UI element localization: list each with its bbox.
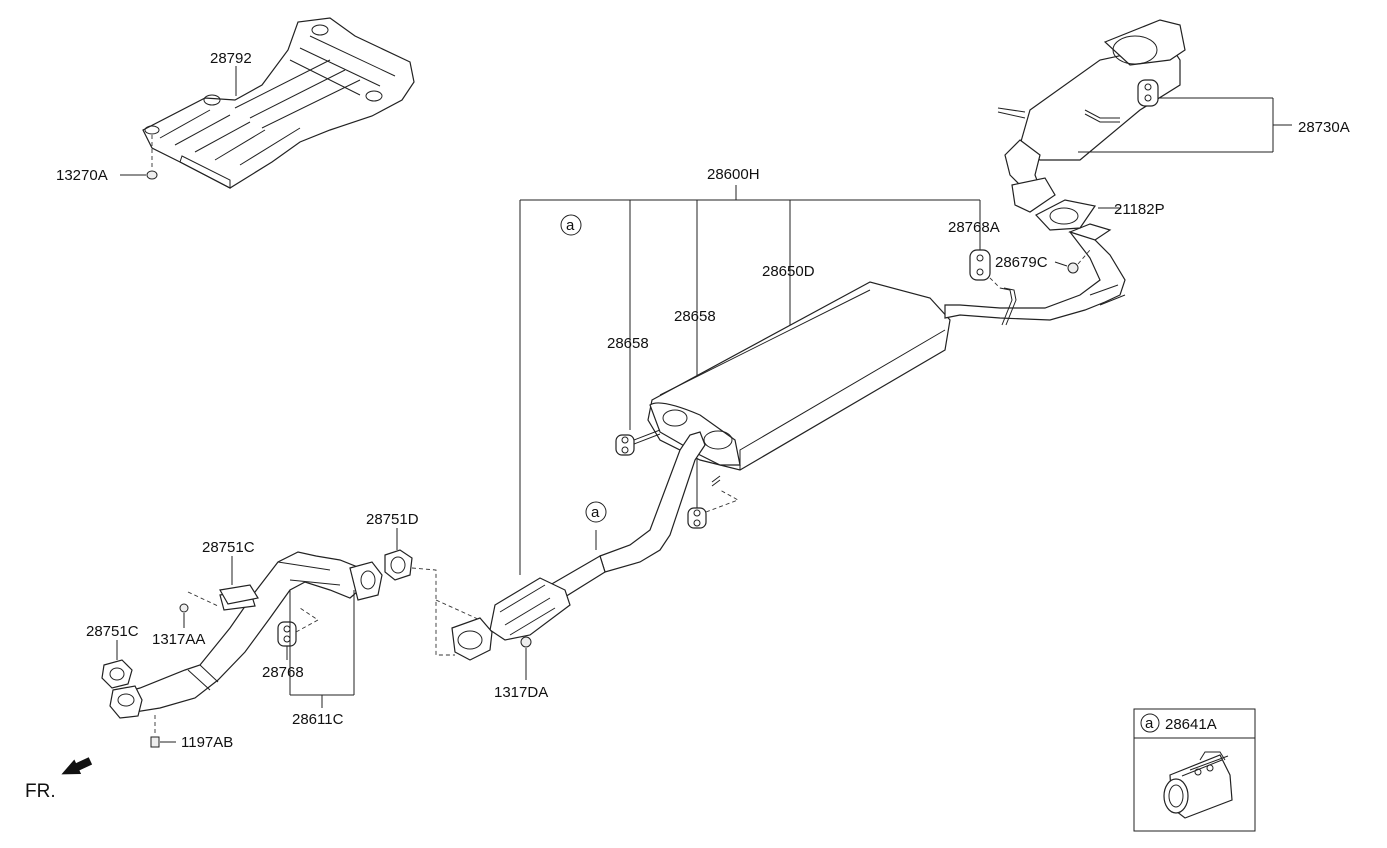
callout-a-circle-2 — [585, 501, 607, 523]
callout-a-label: a — [566, 217, 575, 234]
label-28658-right: 28658 — [674, 308, 716, 325]
pipe-clamp-illustration — [1163, 751, 1233, 819]
hanger-rubber-28658-left — [615, 429, 661, 456]
label-21182P: 21182P — [1114, 201, 1165, 218]
label-28658-left: 28658 — [607, 335, 649, 352]
callout-a-circle — [560, 214, 582, 236]
label-1317AA: 1317AA — [152, 631, 205, 648]
hanger-rubber-28658-right — [687, 507, 707, 529]
hanger-rubber-28768 — [277, 621, 297, 647]
label-1317DA: 1317DA — [494, 684, 548, 701]
front-pipe-catalyst-part — [451, 431, 706, 661]
center-muffler-part — [647, 223, 1126, 471]
label-13270A: 13270A — [56, 167, 108, 184]
front-indicator-label: FR. — [25, 781, 56, 802]
bolt-1197AB-icon — [150, 736, 160, 748]
nut-28679C-icon — [1067, 262, 1079, 274]
label-28730A: 28730A — [1298, 119, 1350, 136]
nut-1317DA-icon — [520, 636, 532, 648]
label-1197AB: 1197AB — [181, 734, 233, 751]
hanger-rubber-28730A — [1137, 79, 1159, 107]
under-cover-part — [142, 17, 415, 189]
label-28600H: 28600H — [707, 166, 760, 183]
detail-box-28641A: a 28641A — [1133, 708, 1256, 832]
label-28641A: 28641A — [1165, 716, 1217, 733]
nut-1317AA-icon — [179, 603, 189, 613]
label-28679C: 28679C — [995, 254, 1048, 271]
callout-a-label-2: a — [591, 504, 600, 521]
clip-nut-icon — [146, 170, 158, 180]
gasket-28751C-top — [219, 584, 259, 605]
label-28650D: 28650D — [762, 263, 815, 280]
label-28611C: 28611C — [292, 711, 344, 728]
label-28751D: 28751D — [366, 511, 419, 528]
label-28751C-top: 28751C — [202, 539, 255, 556]
label-28751C-left: 28751C — [86, 623, 139, 640]
label-28792: 28792 — [210, 50, 252, 67]
label-28768A: 28768A — [948, 219, 1000, 236]
front-arrow-icon — [61, 757, 93, 775]
front-pipe-part — [109, 551, 383, 719]
gasket-28751D — [384, 549, 413, 581]
gasket-21182P — [1035, 199, 1097, 231]
hanger-rubber-28768A — [969, 249, 991, 281]
label-28768: 28768 — [262, 664, 304, 681]
gasket-28751C-left — [101, 659, 133, 689]
callout-a-detail: a — [1145, 715, 1154, 732]
rear-muffler-part — [997, 19, 1186, 213]
